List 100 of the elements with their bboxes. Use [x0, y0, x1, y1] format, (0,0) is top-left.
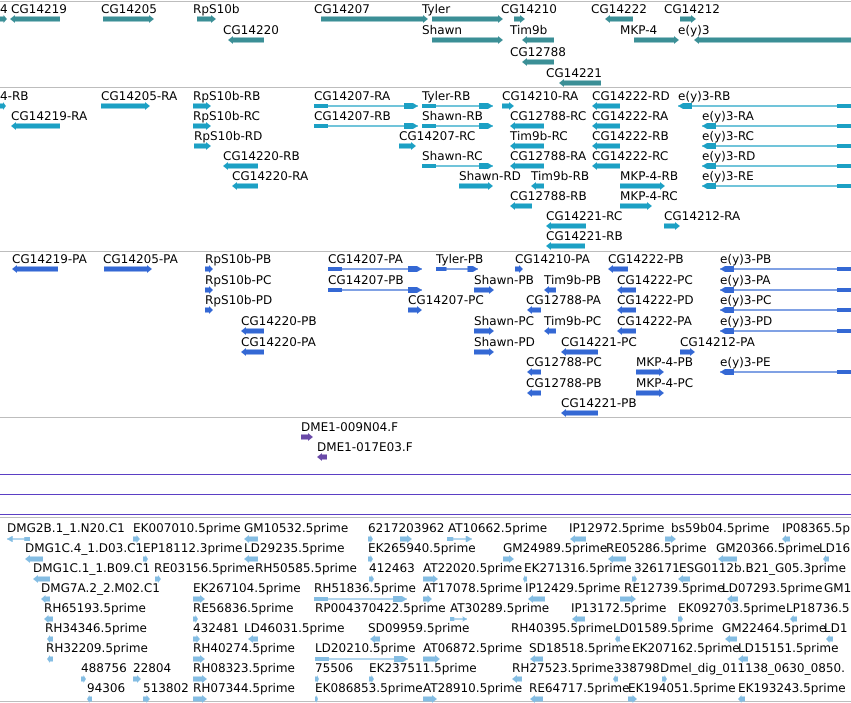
- feature-label: CG12788-PB: [526, 376, 602, 390]
- feature-label: e(y)3-PD: [720, 314, 772, 328]
- feature-label: CG14212-PA: [680, 335, 755, 349]
- feature-label: CG12788-PA: [526, 293, 601, 307]
- feature-label: RE12739.5prime: [624, 581, 724, 595]
- feature-label: e(y)3-RA: [702, 109, 754, 123]
- feature-label: CG14207-RC: [399, 129, 476, 143]
- feature-label: CG14220-PA: [241, 335, 316, 349]
- feature-label: RH32209.5prime: [46, 641, 148, 655]
- feature-label: 4-RB: [0, 89, 29, 103]
- feature-label: CG12788-RB: [510, 189, 587, 203]
- feature-label: IP08365.5p: [782, 521, 850, 535]
- feature-label: LD46031.5prime: [244, 621, 345, 635]
- feature-label: EK007010.5prime: [133, 521, 241, 535]
- feature-label: RpS10b-PB: [205, 252, 272, 266]
- feature-label: RH40395.5prime: [511, 621, 613, 635]
- feature-label: EK194051.5prime: [628, 681, 736, 695]
- feature-label: MKP-4: [620, 23, 658, 37]
- feature-label: CG14210: [501, 2, 557, 16]
- feature-label: DMG1C.1_1.B09.C1: [33, 561, 150, 575]
- feature-label: CG14221-PC: [561, 335, 637, 349]
- feature-label: Shawn-PD: [474, 335, 535, 349]
- feature-label: Shawn-PB: [474, 273, 534, 287]
- feature-label: GM22464.5prime: [722, 621, 826, 635]
- feature-label: LD16: [819, 541, 850, 555]
- feature-label: CG14222-PD: [617, 293, 694, 307]
- feature-label: CG14220-RA: [232, 169, 308, 183]
- feature-label: CG14212: [664, 2, 720, 16]
- feature-label: Tyler-RB: [422, 89, 470, 103]
- feature-label: RH07344.5prime: [193, 681, 295, 695]
- feature-label: 488756: [81, 661, 127, 675]
- feature-label: AT10662.5prime: [448, 521, 548, 535]
- feature-label: AT30289.5prime: [450, 601, 550, 615]
- feature-label: GM24989.5prime: [503, 541, 608, 555]
- feature-label: CG14221: [546, 66, 602, 80]
- feature-label: Shawn-PC: [474, 314, 534, 328]
- feature-label: CG14221-PB: [561, 396, 637, 410]
- feature-label: GM20366.5prime: [716, 541, 820, 555]
- feature-label: Shawn-RB: [422, 109, 483, 123]
- feature-label: RH27523.5prime: [512, 661, 614, 675]
- feature-label: Tyler-PB: [436, 252, 484, 266]
- feature-label: e(y)3-RD: [702, 149, 756, 163]
- feature-label: IP12972.5prime: [569, 521, 664, 535]
- feature-label: 432481: [193, 621, 239, 635]
- feature-label: CG12788-RC: [510, 109, 586, 123]
- feature-label: CG14221-RB: [546, 229, 623, 243]
- feature-label: CG14222-RD: [592, 89, 670, 103]
- feature-label: bs59b04.5prime: [671, 521, 770, 535]
- feature-label: Tim9b-PC: [544, 314, 602, 328]
- feature-label: EK265940.5prime: [368, 541, 476, 555]
- feature-label: EK207162.5prime: [632, 641, 740, 655]
- feature-label: RH40274.5prime: [193, 641, 295, 655]
- feature-label: CG14210-PA: [515, 252, 590, 266]
- feature-label: e(y)3-RC: [702, 129, 754, 143]
- feature-label: GM1: [824, 581, 851, 595]
- feature-label: CG14220-PB: [241, 314, 317, 328]
- feature-label: 94306: [87, 681, 126, 695]
- feature-label: 338798: [614, 661, 660, 675]
- feature-label: CG14207-RB: [314, 109, 391, 123]
- feature-label: EK092703.5prime: [678, 601, 786, 615]
- feature-label: DMG7A.2_2.M02.C1: [41, 581, 160, 595]
- feature-label: Shawn-RC: [422, 149, 482, 163]
- feature-label: IP13172.5prime: [571, 601, 666, 615]
- feature-label: MKP-4-PC: [636, 376, 694, 390]
- feature-label: SD09959.5prime: [368, 621, 470, 635]
- feature-label: RE05286.5prime: [606, 541, 706, 555]
- feature-label: SD18518.5prime: [529, 641, 630, 655]
- feature-label: CG14219-PA: [12, 252, 87, 266]
- feature-label: Tim9b-RB: [531, 169, 590, 183]
- feature-label: DMG2B.1_1.N20.C1: [7, 521, 125, 535]
- feature-label: AT28910.5prime: [423, 681, 522, 695]
- feature-label: Tim9b: [510, 23, 548, 37]
- feature-label: Tim9b-RC: [510, 129, 568, 143]
- feature-label: CG14205: [101, 2, 157, 16]
- feature-label: AT17078.5prime: [423, 581, 522, 595]
- feature-label: Dmel_dig_011138_0630_0850.: [660, 661, 845, 675]
- feature-label: MKP-4-RB: [620, 169, 678, 183]
- feature-label: LD15151.5prime: [738, 641, 839, 655]
- feature-label: Shawn: [422, 23, 462, 37]
- feature-label: CG12788-RA: [510, 149, 586, 163]
- feature-label: RH34346.5prime: [45, 621, 147, 635]
- feature-label: LP18736.5: [786, 601, 850, 615]
- feature-label: CG14205-RA: [101, 89, 178, 103]
- feature-label: CG14207: [314, 2, 370, 16]
- feature-label: RpS10b-PD: [205, 293, 272, 307]
- feature-label: RpS10b-RB: [193, 89, 260, 103]
- feature-label: RE56836.5prime: [193, 601, 294, 615]
- feature-label: RP004370422.5prime: [315, 601, 446, 615]
- feature-label: AT22020.5prime: [423, 561, 522, 575]
- feature-label: LD01589.5prime: [613, 621, 714, 635]
- feature-label: EK086853.5prime: [315, 681, 423, 695]
- feature-label: e(y)3-PE: [720, 355, 771, 369]
- feature-label: LD20210.5prime: [315, 641, 416, 655]
- feature-label: Tyler: [422, 2, 450, 16]
- feature-label: RH65193.5prime: [44, 601, 146, 615]
- feature-label: CG14210-RA: [502, 89, 578, 103]
- feature-label: CG12788: [510, 45, 566, 59]
- feature-label: CG14212-RA: [664, 209, 740, 223]
- feature-label: CG14207-PA: [328, 252, 403, 266]
- feature-label: CG12788-PC: [526, 355, 602, 369]
